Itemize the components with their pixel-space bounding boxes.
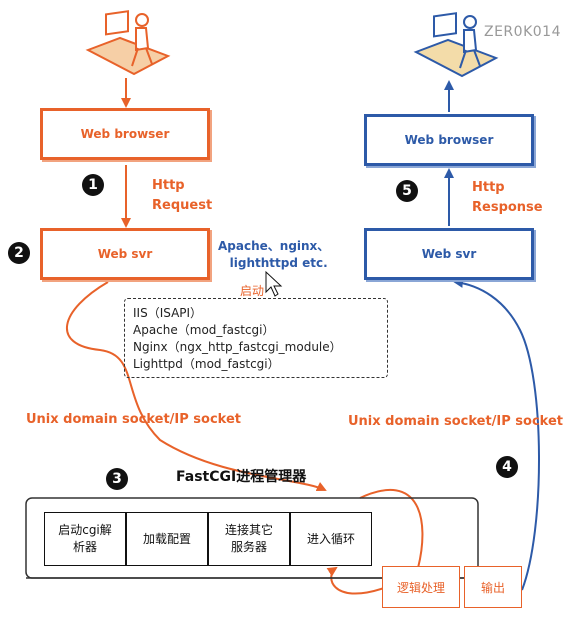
web-browser-box-left: Web browser <box>40 108 210 160</box>
server-examples-line2: lighthttpd etc. <box>229 256 328 270</box>
fastcgi-manager-title: FastCGI进程管理器 <box>176 469 307 485</box>
launch-label: 启动 <box>240 284 265 298</box>
socket-label-left: Unix domain socket/IP socket <box>26 412 242 427</box>
logic-processing-label: 逻辑处理 <box>396 580 445 595</box>
web-browser-box-right: Web browser <box>364 114 534 166</box>
user-at-computer-icon <box>85 10 171 76</box>
module-item: Nginx（ngx_http_fastcgi_module） <box>133 340 342 354</box>
http-response-line1: Http <box>472 180 505 195</box>
http-request-line1: Http <box>152 178 185 193</box>
step-text: 进入循环 <box>306 531 355 546</box>
module-item: Lighttpd（mod_fastcgi） <box>133 357 280 371</box>
fastcgi-step-load-config: 加载配置 <box>126 512 208 566</box>
socket-label-right: Unix domain socket/IP socket <box>348 414 564 429</box>
arrow-output-to-svr <box>453 277 540 591</box>
output-label: 输出 <box>480 580 505 595</box>
output-box: 输出 <box>464 566 522 608</box>
fastcgi-module-list: IIS（ISAPI） Apache（mod_fastcgi） Nginx（ngx… <box>124 298 388 378</box>
http-request-label: Http Request <box>152 176 212 216</box>
step-text: 连接其它 <box>224 523 273 537</box>
http-response-label: Http Response <box>472 178 543 218</box>
http-request-line2: Request <box>152 198 213 213</box>
web-svr-box-right: Web svr <box>364 228 534 280</box>
step-3-badge: 3 <box>106 468 128 490</box>
fastcgi-step-start-parser: 启动cgi解 析器 <box>44 512 126 566</box>
fastcgi-step-enter-loop: 进入循环 <box>290 512 372 566</box>
http-response-line2: Response <box>472 200 543 215</box>
server-examples-label: Apache、nginx、 lighthttpd etc. <box>218 238 329 272</box>
step-text: 析器 <box>72 540 97 554</box>
module-item: Apache（mod_fastcgi） <box>133 323 275 337</box>
web-svr-box-left: Web svr <box>40 228 210 280</box>
arrow-svr-to-fastcgi <box>66 281 327 492</box>
server-examples-line1: Apache、nginx、 <box>218 239 330 253</box>
web-browser-label-left: Web browser <box>80 127 170 141</box>
step-5-badge: 5 <box>396 180 418 202</box>
step-text: 加载配置 <box>142 531 191 546</box>
loop-arrow-to-logic <box>359 489 424 569</box>
logic-processing-box: 逻辑处理 <box>382 566 460 608</box>
web-browser-label-right: Web browser <box>404 133 494 147</box>
step-2-badge: 2 <box>8 242 30 264</box>
step-1-badge: 1 <box>82 174 104 196</box>
web-svr-label-left: Web svr <box>97 247 153 261</box>
loop-arrow-back <box>326 566 385 595</box>
step-text: 启动cgi解 <box>58 523 112 537</box>
module-item: IIS（ISAPI） <box>133 306 203 320</box>
web-svr-label-right: Web svr <box>421 247 477 261</box>
step-text: 服务器 <box>230 540 267 554</box>
cursor-icon <box>265 270 283 297</box>
user-at-computer-icon <box>413 12 499 78</box>
step-4-badge: 4 <box>496 456 518 478</box>
fastcgi-step-connect-servers: 连接其它 服务器 <box>208 512 290 566</box>
watermark: ZER0K014 <box>484 24 561 40</box>
